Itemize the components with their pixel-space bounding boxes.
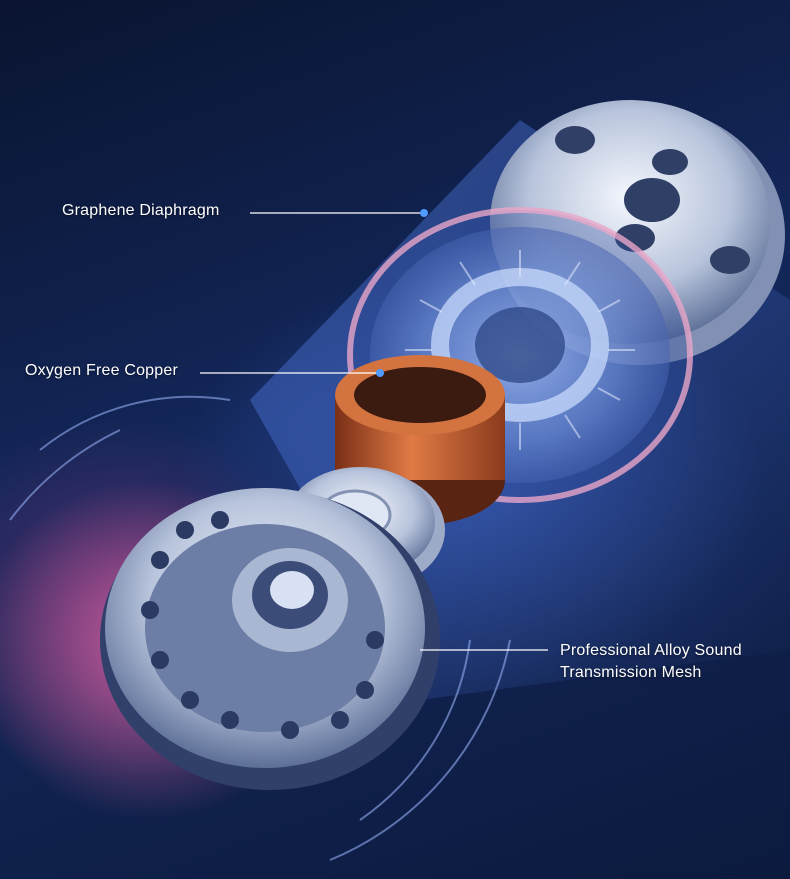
callout-graphene-diaphragm: Graphene Diaphragm xyxy=(62,202,219,220)
callout-alloy-mesh-line2: Transmission Mesh xyxy=(560,662,780,684)
callout-alloy-mesh-line1: Professional Alloy Sound xyxy=(560,640,780,662)
callout-alloy-mesh: Professional Alloy Sound Transmission Me… xyxy=(560,640,780,684)
alloy-mesh-frame xyxy=(100,488,440,790)
callout-oxygen-free-copper: Oxygen Free Copper xyxy=(25,362,178,380)
